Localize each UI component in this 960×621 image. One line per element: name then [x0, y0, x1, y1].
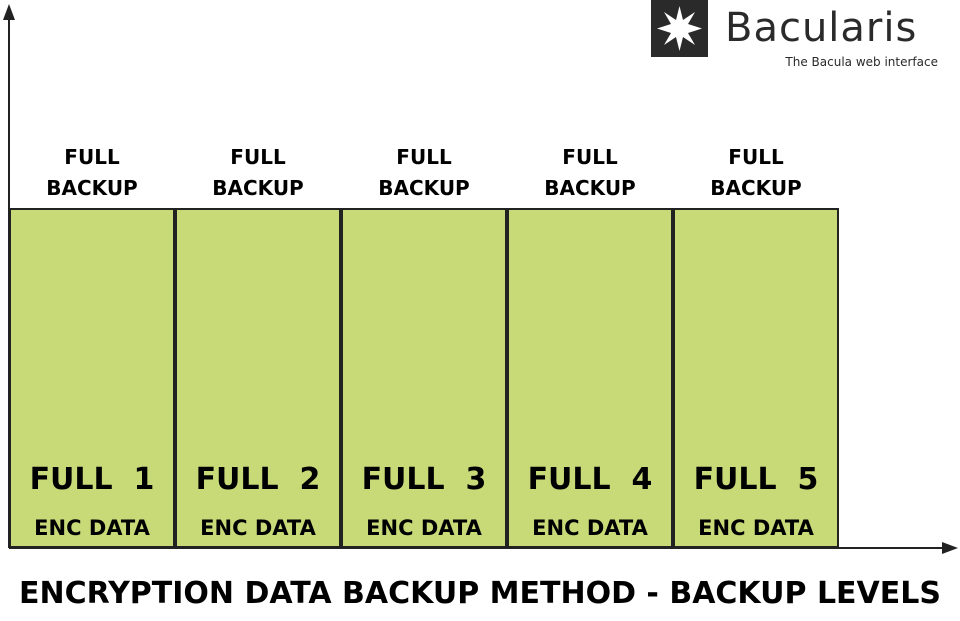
logo-tagline: The Bacula web interface — [785, 55, 938, 69]
backup-block-2-level: FULL 2 — [195, 462, 321, 497]
bacularis-logo: Bacularis The Bacula web interface — [651, 0, 951, 80]
column-4-label: FULL BACKUP — [507, 142, 673, 204]
backup-block-4: FULL 4 ENC DATA — [507, 208, 673, 548]
column-4-label-line2: BACKUP — [544, 176, 636, 200]
backup-block-3: FULL 3 ENC DATA — [341, 208, 507, 548]
column-4-label-line1: FULL — [562, 145, 618, 169]
backup-block-1-data: ENC DATA — [34, 516, 150, 540]
backup-block-2: FULL 2 ENC DATA — [175, 208, 341, 548]
column-2-label: FULL BACKUP — [175, 142, 341, 204]
backup-block-4-data: ENC DATA — [532, 516, 648, 540]
backup-block-4-level: FULL 4 — [527, 462, 653, 497]
bacularis-logo-icon — [651, 0, 708, 57]
column-3-label: FULL BACKUP — [341, 142, 507, 204]
column-5-label: FULL BACKUP — [673, 142, 839, 204]
column-3-label-line2: BACKUP — [378, 176, 470, 200]
y-axis-arrow — [3, 4, 15, 20]
backup-block-5-data: ENC DATA — [698, 516, 814, 540]
column-1-label: FULL BACKUP — [9, 142, 175, 204]
column-2-label-line1: FULL — [230, 145, 286, 169]
x-axis-arrow — [942, 542, 958, 554]
column-2-label-line2: BACKUP — [212, 176, 304, 200]
column-5-label-line1: FULL — [728, 145, 784, 169]
backup-block-1: FULL 1 ENC DATA — [9, 208, 175, 548]
backup-block-3-level: FULL 3 — [361, 462, 487, 497]
column-1-label-line1: FULL — [64, 145, 120, 169]
logo-name: Bacularis — [725, 5, 918, 51]
backup-block-2-data: ENC DATA — [200, 516, 316, 540]
backup-block-5-level: FULL 5 — [693, 462, 819, 497]
column-1-label-line2: BACKUP — [46, 176, 138, 200]
backup-block-1-level: FULL 1 — [29, 462, 155, 497]
backup-block-5: FULL 5 ENC DATA — [673, 208, 839, 548]
diagram-caption: ENCRYPTION DATA BACKUP METHOD - BACKUP L… — [19, 576, 941, 611]
column-3-label-line1: FULL — [396, 145, 452, 169]
backup-block-3-data: ENC DATA — [366, 516, 482, 540]
column-5-label-line2: BACKUP — [710, 176, 802, 200]
